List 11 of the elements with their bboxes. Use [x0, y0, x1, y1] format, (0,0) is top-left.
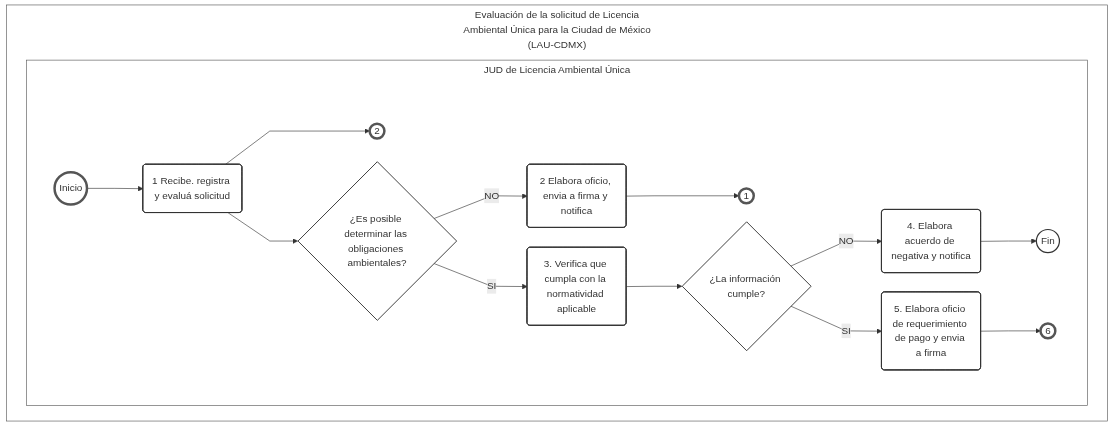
node-circle: 1	[737, 187, 755, 205]
node-circle: 6	[1039, 322, 1057, 340]
node-diamond: ¿La información cumple?	[681, 221, 812, 352]
node-circle: Fin	[1035, 228, 1061, 254]
edge-label: NO	[484, 190, 500, 201]
edge-label: SI	[841, 325, 851, 336]
edge-label: NO	[838, 235, 854, 246]
node-circle: Inicio	[53, 170, 89, 206]
node-circle: 2	[368, 122, 386, 140]
node-diamond: ¿Es posible determinar las obligaciones ambientales?	[297, 161, 458, 321]
edge-label: SI	[486, 280, 497, 292]
